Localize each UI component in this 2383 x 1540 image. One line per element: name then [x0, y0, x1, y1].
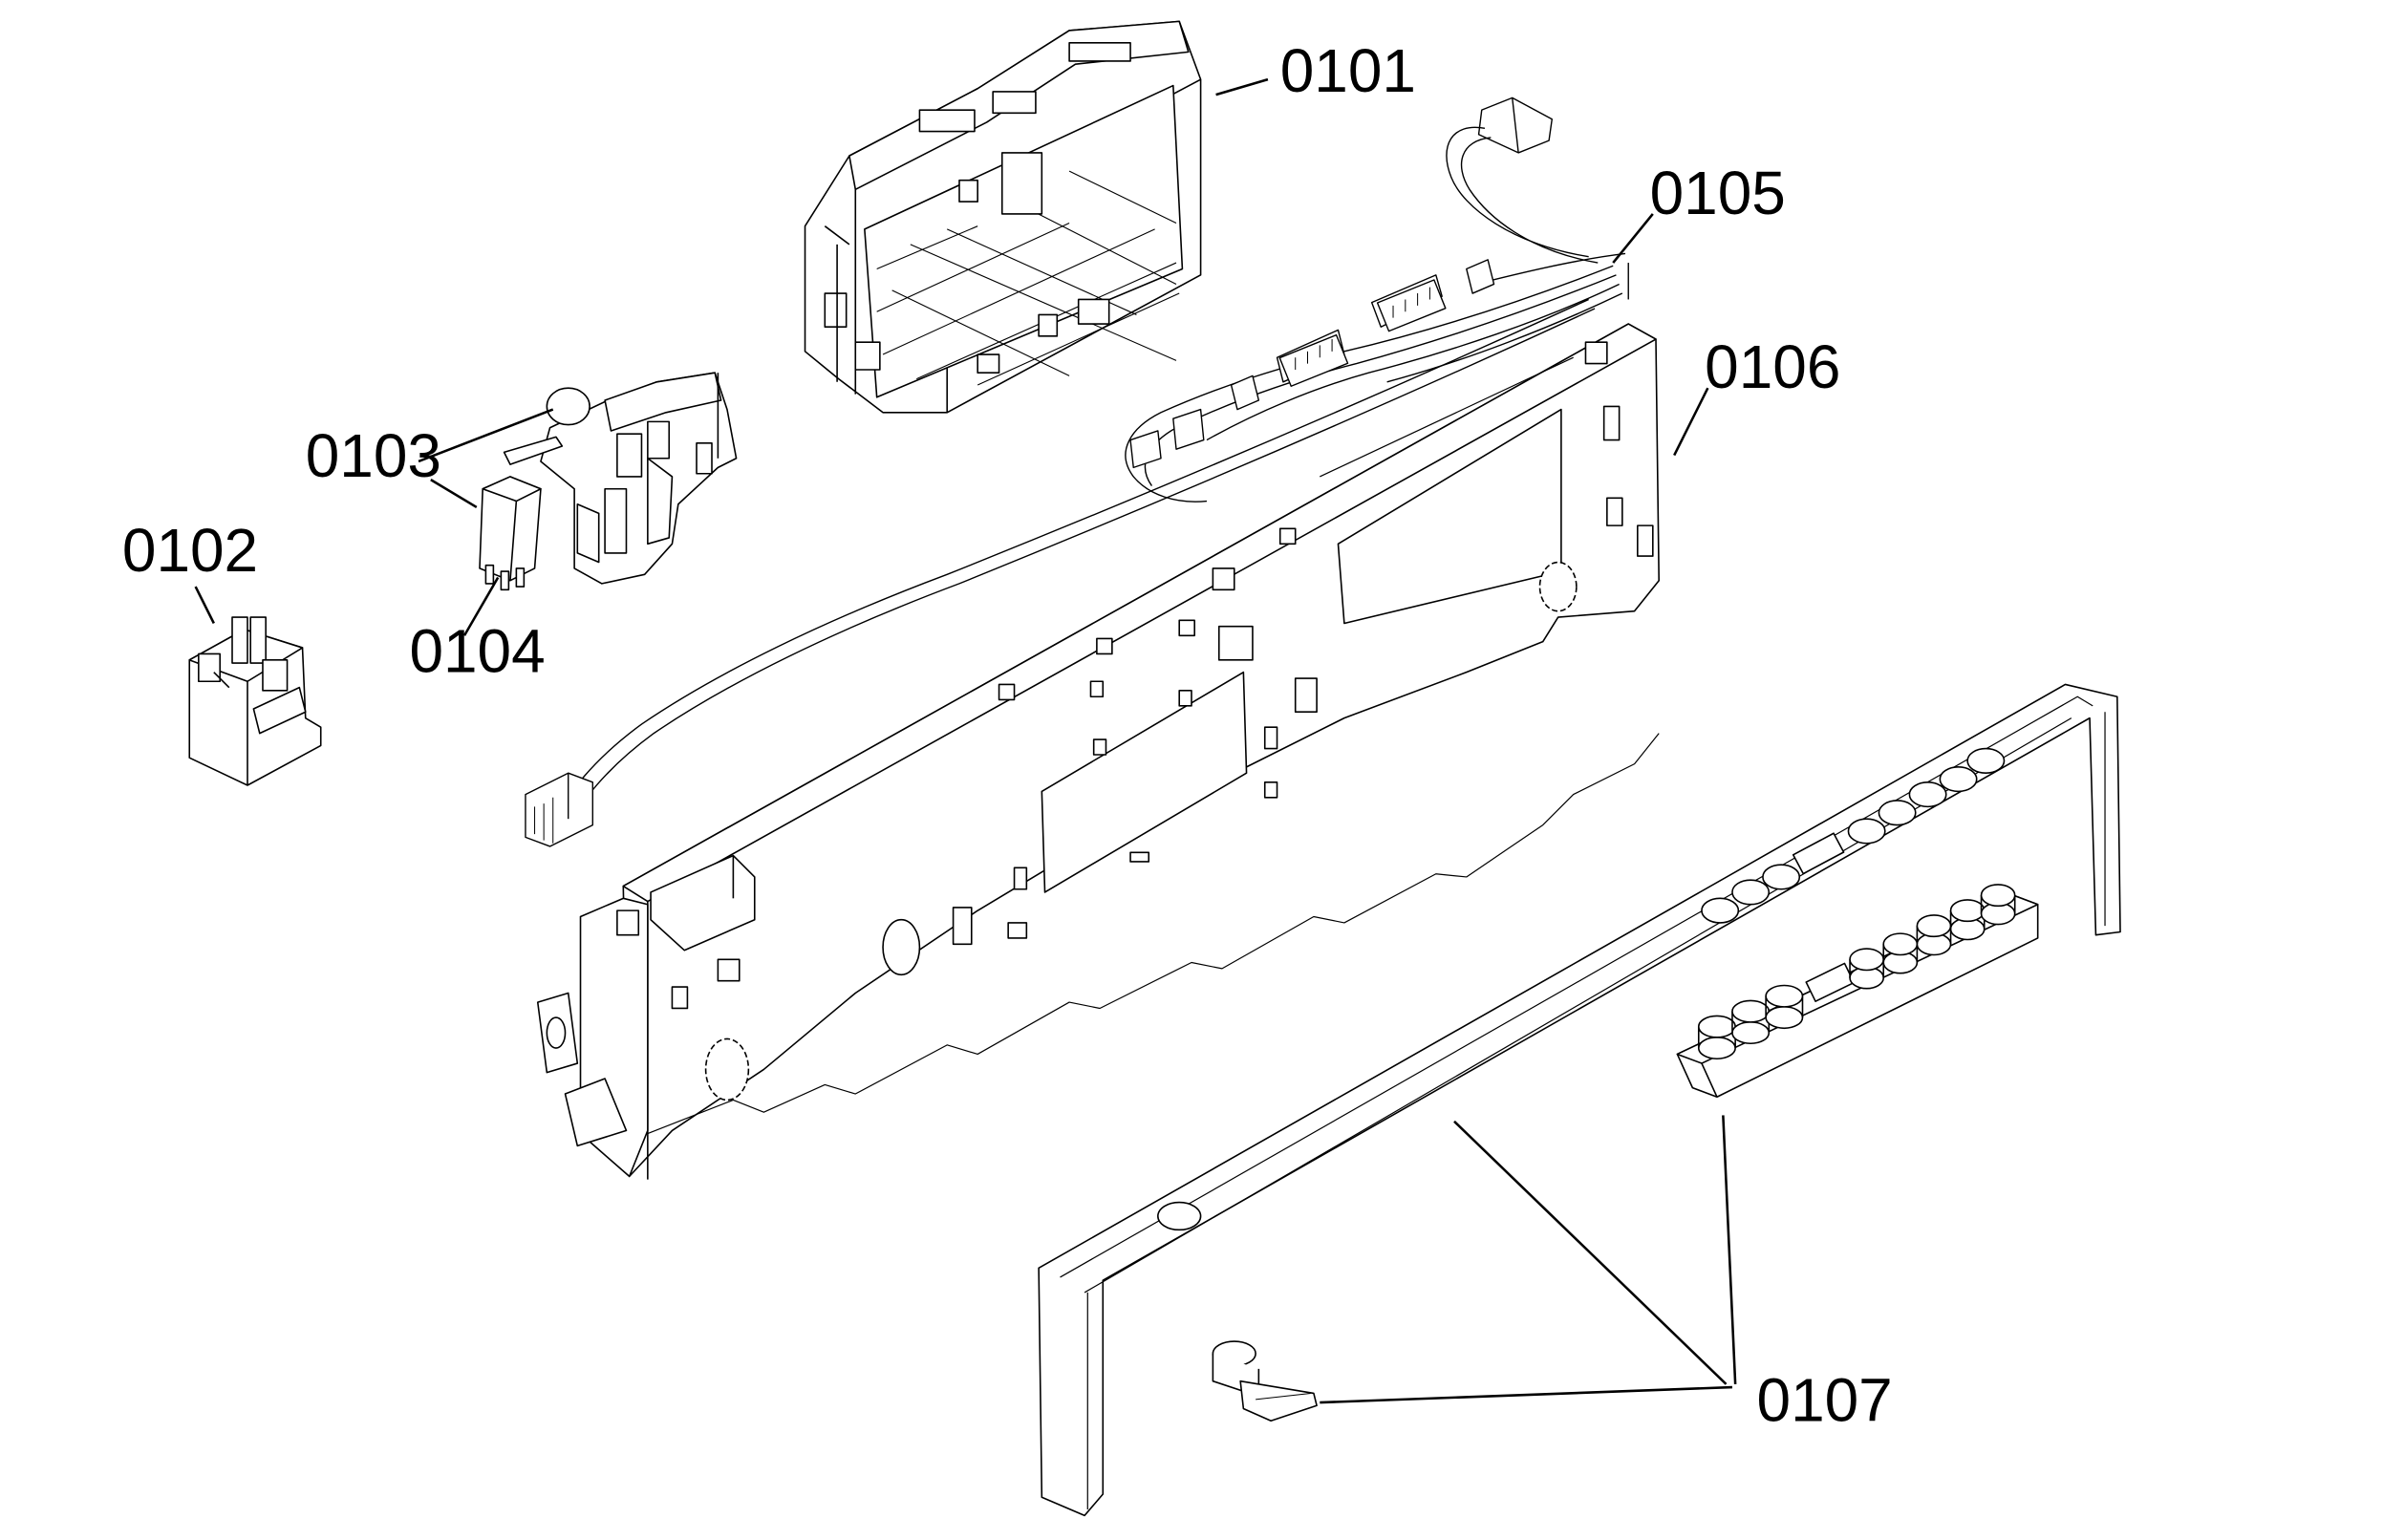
- callout-0104: 0104: [409, 617, 545, 686]
- part-0107-front-panel: [1039, 684, 2120, 1515]
- callout-0105: 0105: [1650, 159, 1786, 227]
- part-0106-panel-frame: [538, 324, 1659, 1180]
- part-0105-wiring-harness: [526, 97, 1628, 846]
- part-0104-microswitch: [480, 477, 541, 589]
- part-0103-door-switch: [505, 373, 737, 584]
- callout-0101: 0101: [1280, 36, 1416, 105]
- callout-0106: 0106: [1705, 332, 1840, 401]
- callout-labels: 0101 0102 0103 0104 0105 0106 0107: [122, 36, 1893, 1434]
- part-0101-control-module: [805, 21, 1201, 412]
- part-0102-terminal-block: [189, 617, 320, 785]
- callout-0107: 0107: [1757, 1365, 1893, 1434]
- leader-lines: [194, 77, 1737, 1404]
- callout-0103: 0103: [306, 421, 441, 490]
- callout-0102: 0102: [122, 516, 258, 585]
